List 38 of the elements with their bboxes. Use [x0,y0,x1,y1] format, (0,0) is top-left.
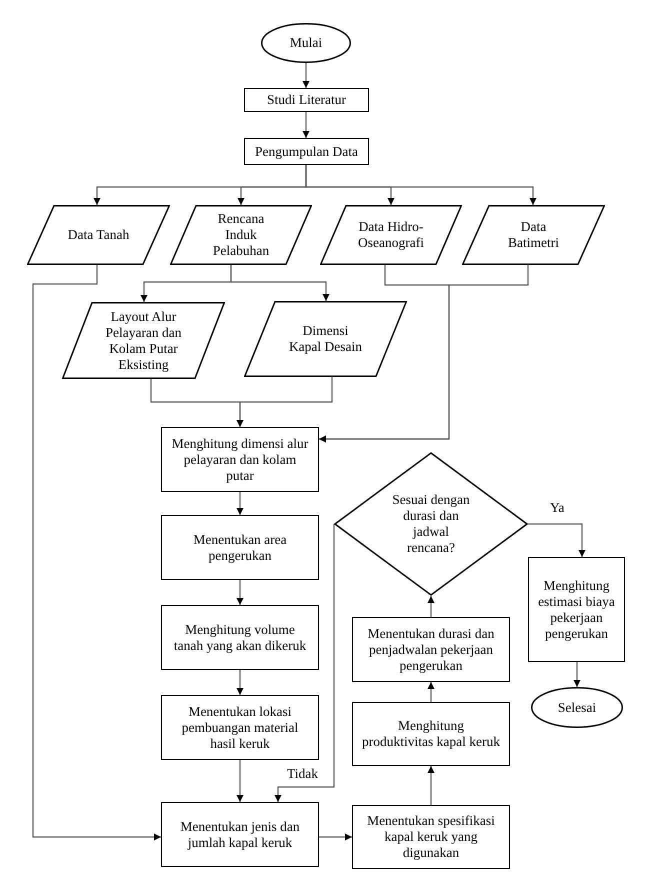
decision-diamond: Sesuai dengan durasi dan jadwal rencana? [334,452,528,596]
arrow [236,580,244,605]
start-oval: Mulai [261,23,351,63]
arrow [274,524,335,802]
data-parallelogram: Dimensi Kapal Desain [244,301,407,377]
arrow [302,63,310,88]
end-oval: Selesai [531,687,623,728]
process-box: Menghitung produktivitas kapal keruk [352,702,510,766]
process-box: Menghitung volume tanah yang akan dikeruk [161,605,319,670]
arrow [230,265,330,301]
arrow [32,265,161,840]
arrow [236,760,244,802]
process-box: Pengumpulan Data [244,138,369,165]
data-parallelogram: Rencana Induk Pelabuhan [170,205,312,265]
arrow [302,112,310,138]
arrow [428,596,434,617]
arrow [428,682,434,702]
process-box: Menentukan area pengerukan [161,515,319,580]
data-parallelogram: Data Tanah [27,205,170,265]
process-box: Studi Literatur [244,88,369,112]
process-box: Menghitung dimensi alur pelayaran dan kolam putar [161,427,319,492]
process-box: Menentukan durasi dan penjadwalan pekerjaan pengerukan [352,617,510,682]
arrow [236,377,333,427]
arrow [528,523,586,557]
arrow [319,834,352,840]
data-parallelogram: Data Batimetri [462,205,605,265]
arrow [574,662,580,687]
arrow [305,165,536,205]
data-parallelogram: Layout Alur Pelayaran dan Kolam Putar Eksisting [62,302,225,379]
arrow [236,670,244,695]
data-parallelogram: Data Hidro- Oseanografi [320,205,462,265]
process-box: Menentukan lokasi pembuangan material hasil keruk [161,695,319,760]
process-box: Menentukan jenis dan jumlah kapal keruk [161,802,319,867]
arrow [428,766,434,805]
process-box: Menentukan spesifikasi kapal keruk yang digunakan [352,805,510,869]
process-box: Menghitung estimasi biaya pekerjaan pengerukan [528,557,625,662]
arrow [319,265,529,442]
arrow [236,492,244,515]
